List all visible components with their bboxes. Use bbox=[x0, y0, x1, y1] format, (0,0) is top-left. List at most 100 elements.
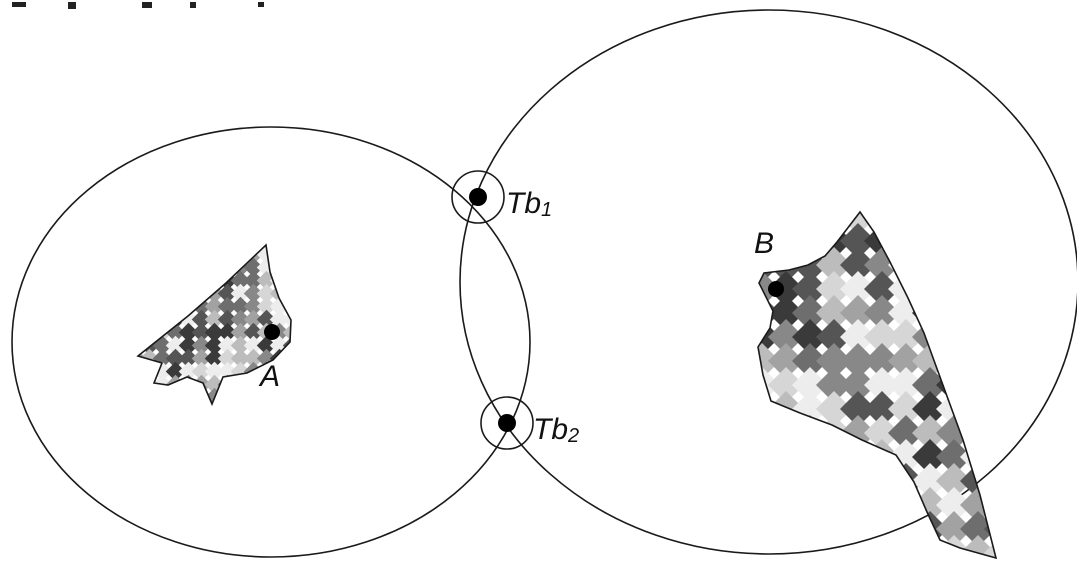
terrain-patch-b bbox=[757, 210, 998, 560]
terrain-texture-cell bbox=[243, 283, 264, 304]
terrain-texture-cell bbox=[191, 400, 212, 404]
terrain-texture-cell bbox=[282, 245, 291, 265]
terrain-texture-cell bbox=[816, 463, 852, 499]
terrain-texture-cell bbox=[138, 387, 147, 404]
terrain-texture-cell bbox=[243, 335, 264, 356]
terrain-texture-cell bbox=[296, 388, 316, 408]
terrain-texture-cell bbox=[960, 223, 996, 259]
terrain-texture-cell bbox=[840, 295, 876, 331]
terrain-texture-cell bbox=[936, 271, 972, 307]
terrain-texture-cell bbox=[138, 309, 147, 330]
terrain-texture-cell bbox=[912, 223, 948, 259]
terrain-texture-cell bbox=[165, 283, 186, 304]
terrain-texture-cell bbox=[191, 283, 212, 304]
terrain-texture-cell bbox=[139, 322, 160, 343]
terrain-texture-cell bbox=[984, 247, 996, 283]
terrain-texture-cell bbox=[296, 271, 316, 291]
terrain-texture-cell bbox=[204, 361, 225, 382]
terrain-texture-cell bbox=[230, 309, 251, 330]
terrain-texture-cell bbox=[178, 387, 199, 404]
terrain-texture-cell bbox=[243, 400, 264, 404]
terrain-texture-cell bbox=[840, 367, 876, 403]
terrain-texture-cell bbox=[282, 400, 291, 404]
terrain-texture-cell bbox=[243, 270, 264, 291]
terrain-texture-cell bbox=[139, 245, 160, 265]
terrain-texture-cell bbox=[816, 439, 852, 475]
terrain-texture-cell bbox=[230, 322, 251, 343]
terrain-texture-cell bbox=[912, 391, 948, 427]
terrain-texture-cell bbox=[792, 212, 828, 235]
tb2-label: Tb2 bbox=[533, 413, 579, 447]
terrain-texture-cell bbox=[230, 335, 251, 356]
terrain-texture-cell bbox=[230, 245, 251, 252]
terrain-texture-cell bbox=[204, 309, 225, 330]
terrain-texture-cell bbox=[217, 335, 238, 356]
terrain-texture-cell bbox=[204, 348, 225, 369]
terrain-texture-cell bbox=[864, 212, 900, 235]
circle-b-boundary bbox=[459, 9, 1077, 555]
terrain-texture-cell bbox=[269, 257, 290, 278]
terrain-texture-cell bbox=[138, 296, 147, 317]
terrain-texture-cell bbox=[230, 348, 251, 369]
terrain-texture-cell bbox=[204, 296, 225, 317]
terrain-texture-cell bbox=[296, 349, 316, 369]
terrain-texture-cell bbox=[936, 295, 972, 331]
terrain-texture-cell bbox=[792, 511, 828, 547]
terrain-texture-cell bbox=[816, 343, 852, 379]
terrain-texture-cell bbox=[152, 270, 173, 291]
terrain-texture-cell bbox=[840, 271, 876, 307]
terrain-texture-cell bbox=[864, 439, 900, 475]
terrain-texture-cell bbox=[178, 335, 199, 356]
terrain-texture-cell bbox=[888, 415, 924, 451]
terrain-texture-cell bbox=[138, 374, 147, 395]
terrain-texture-cell bbox=[984, 343, 996, 379]
terrain-texture-cell bbox=[768, 271, 804, 307]
point-a-label: A bbox=[258, 360, 280, 393]
point-a-dot bbox=[264, 324, 280, 340]
terrain-texture-cell bbox=[984, 415, 996, 451]
terrain-texture-cell bbox=[139, 400, 160, 404]
terrain-texture-cell bbox=[178, 245, 199, 265]
terrain-texture-cell bbox=[282, 374, 291, 395]
terrain-texture-cell bbox=[178, 270, 199, 291]
terrain-texture-cell bbox=[816, 511, 852, 547]
terrain-texture-cell bbox=[758, 343, 780, 379]
terrain-texture-cell bbox=[792, 439, 828, 475]
terrain-texture-cell bbox=[191, 245, 212, 252]
terrain-texture-cell bbox=[230, 374, 251, 395]
terrain-texture-cell bbox=[816, 487, 852, 523]
terrain-texture-cell bbox=[296, 401, 316, 421]
terrain-texture-cell bbox=[792, 367, 828, 403]
terrain-texture-cell bbox=[230, 296, 251, 317]
terrain-texture-cell bbox=[217, 296, 238, 317]
terrain-texture-cell bbox=[204, 245, 225, 252]
terrain-texture-cell bbox=[296, 297, 316, 317]
terrain-texture-cell bbox=[768, 511, 804, 547]
terrain-texture-cell bbox=[768, 367, 804, 403]
terrain-texture-cell bbox=[758, 439, 780, 475]
terrain-texture-cell bbox=[191, 309, 212, 330]
terrain-texture-cell bbox=[792, 271, 828, 307]
terrain-texture-cell bbox=[984, 319, 996, 355]
terrain-texture-cell bbox=[984, 439, 996, 475]
terrain-texture-cell bbox=[936, 343, 972, 379]
terrain-texture-cell bbox=[217, 283, 238, 304]
terrain-texture-cell bbox=[139, 309, 160, 330]
terrain-texture-cell bbox=[936, 487, 972, 523]
terrain-texture-cell bbox=[152, 257, 173, 278]
terrain-texture-cell bbox=[936, 212, 972, 235]
terrain-texture-cell bbox=[758, 391, 780, 427]
terrain-texture-cell bbox=[768, 463, 804, 499]
terrain-texture-cell bbox=[792, 319, 828, 355]
terrain-texture-cell bbox=[230, 400, 251, 404]
terrain-texture-cell bbox=[864, 271, 900, 307]
terrain-texture-cell bbox=[138, 245, 147, 252]
terrain-texture-cell bbox=[178, 257, 199, 278]
terrain-texture-cell bbox=[912, 212, 948, 235]
terrain-texture-cell bbox=[139, 270, 160, 291]
terrain-texture-cell bbox=[960, 319, 996, 355]
terrain-texture-cell bbox=[888, 511, 924, 547]
terrain-texture-cell bbox=[138, 257, 147, 278]
terrain-texture-cell bbox=[296, 362, 316, 382]
terrain-texture-cell bbox=[936, 319, 972, 355]
